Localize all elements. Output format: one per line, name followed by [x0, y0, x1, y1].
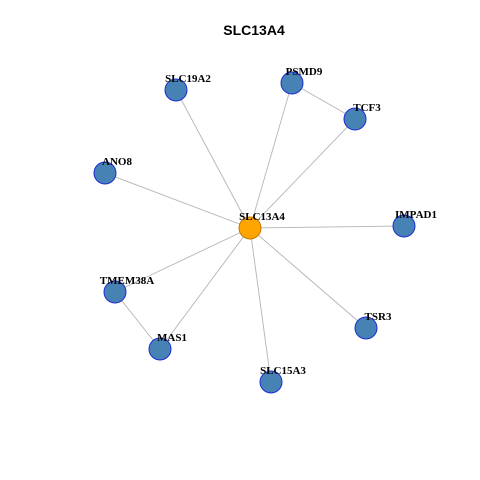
node-slc13a4: SLC13A4 — [238, 211, 285, 240]
node-label: IMPAD1 — [395, 209, 437, 221]
edge-tmem38a-mas1 — [114, 291, 161, 350]
edge-psmd9-tcf3 — [291, 82, 356, 120]
node-label: TMEM38A — [100, 275, 154, 287]
edge-slc13a4-mas1 — [159, 227, 251, 350]
diagram-title: SLC13A4 — [223, 22, 285, 38]
node-ano8: ANO8 — [93, 156, 132, 185]
node-psmd9: PSMD9 — [280, 66, 323, 95]
edge-slc13a4-slc19a2 — [175, 89, 251, 229]
node-mas1: MAS1 — [148, 332, 187, 361]
node-tsr3: TSR3 — [354, 311, 392, 340]
edge-slc13a4-impad1 — [249, 225, 405, 229]
edge-slc13a4-tcf3 — [249, 118, 356, 229]
edge-slc13a4-ano8 — [104, 172, 251, 229]
edge-slc13a4-tsr3 — [249, 227, 367, 329]
node-slc19a2: SLC19A2 — [164, 73, 211, 102]
node-circle — [148, 337, 172, 361]
edge-layer — [104, 82, 405, 383]
node-label: SLC13A4 — [239, 211, 285, 223]
edge-slc13a4-tmem38a — [114, 227, 251, 293]
node-circle — [238, 216, 262, 240]
node-circle — [103, 280, 127, 304]
edge-slc13a4-slc15a3 — [249, 227, 272, 383]
node-circle — [392, 214, 416, 238]
node-label: SLC15A3 — [260, 365, 306, 377]
node-circle — [354, 316, 378, 340]
node-label: SLC19A2 — [165, 73, 211, 85]
node-circle — [280, 71, 304, 95]
node-label: TCF3 — [353, 102, 381, 114]
node-label: MAS1 — [157, 332, 187, 344]
node-tmem38a: TMEM38A — [100, 275, 154, 304]
node-tcf3: TCF3 — [343, 102, 381, 131]
node-impad1: IMPAD1 — [392, 209, 437, 238]
node-circle — [164, 78, 188, 102]
node-label: ANO8 — [102, 156, 132, 168]
node-label: PSMD9 — [286, 66, 323, 78]
node-layer: SLC13A4 SLC19A2 PSMD9TCF3ANO8IMPAD1TMEM38A… — [93, 66, 437, 394]
node-circle — [259, 370, 283, 394]
node-circle — [93, 161, 117, 185]
node-slc15a3: SLC15A3 — [259, 365, 306, 394]
edge-slc13a4-psmd9 — [249, 82, 293, 229]
node-circle — [343, 107, 367, 131]
node-label: TSR3 — [365, 311, 392, 323]
